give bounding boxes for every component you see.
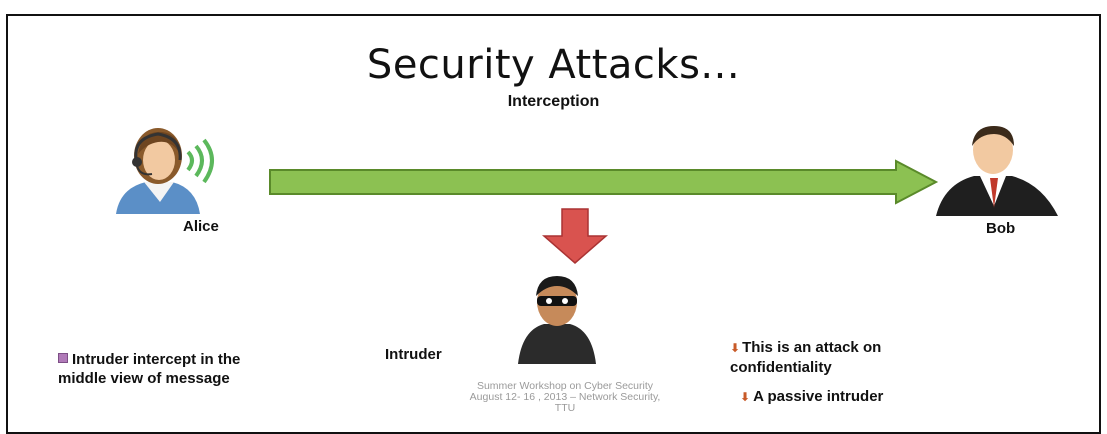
alice-icon xyxy=(116,128,214,214)
left-note-line2: middle view of message xyxy=(58,370,230,387)
right-note-2-text: A passive intruder xyxy=(753,388,884,405)
intruder-label: Intruder xyxy=(385,346,442,363)
bob-icon xyxy=(936,126,1058,216)
slide-footer: Summer Workshop on Cyber Security August… xyxy=(400,381,730,414)
footer-line3: TTU xyxy=(554,402,576,414)
footer-line1: Summer Workshop on Cyber Security xyxy=(476,380,654,392)
intercept-arrow xyxy=(541,208,609,264)
footer-line2: August 12- 16 , 2013 – Network Security, xyxy=(469,391,661,403)
down-arrow-bullet-icon: ⬇ xyxy=(740,390,751,404)
slide-subtitle: Interception xyxy=(507,93,600,110)
message-flow-arrow xyxy=(269,159,939,205)
bob-label: Bob xyxy=(986,220,1016,237)
right-note-1-line2: confidentiality xyxy=(730,359,832,376)
down-arrow-bullet-icon: ⬇ xyxy=(730,341,741,355)
alice-label: Alice xyxy=(183,218,219,235)
right-note-2: ⬇A passive intruder xyxy=(740,387,883,407)
right-note-1-line1: This is an attack on xyxy=(742,339,882,356)
slide-title: Security Attacks... xyxy=(366,42,741,88)
intruder-icon xyxy=(518,276,596,364)
left-note-line1: Intruder intercept in the xyxy=(72,351,241,368)
right-note-1: ⬇This is an attack on confidentiality xyxy=(730,338,881,377)
square-bullet-icon xyxy=(58,353,68,363)
left-note: Intruder intercept in the middle view of… xyxy=(58,350,240,388)
